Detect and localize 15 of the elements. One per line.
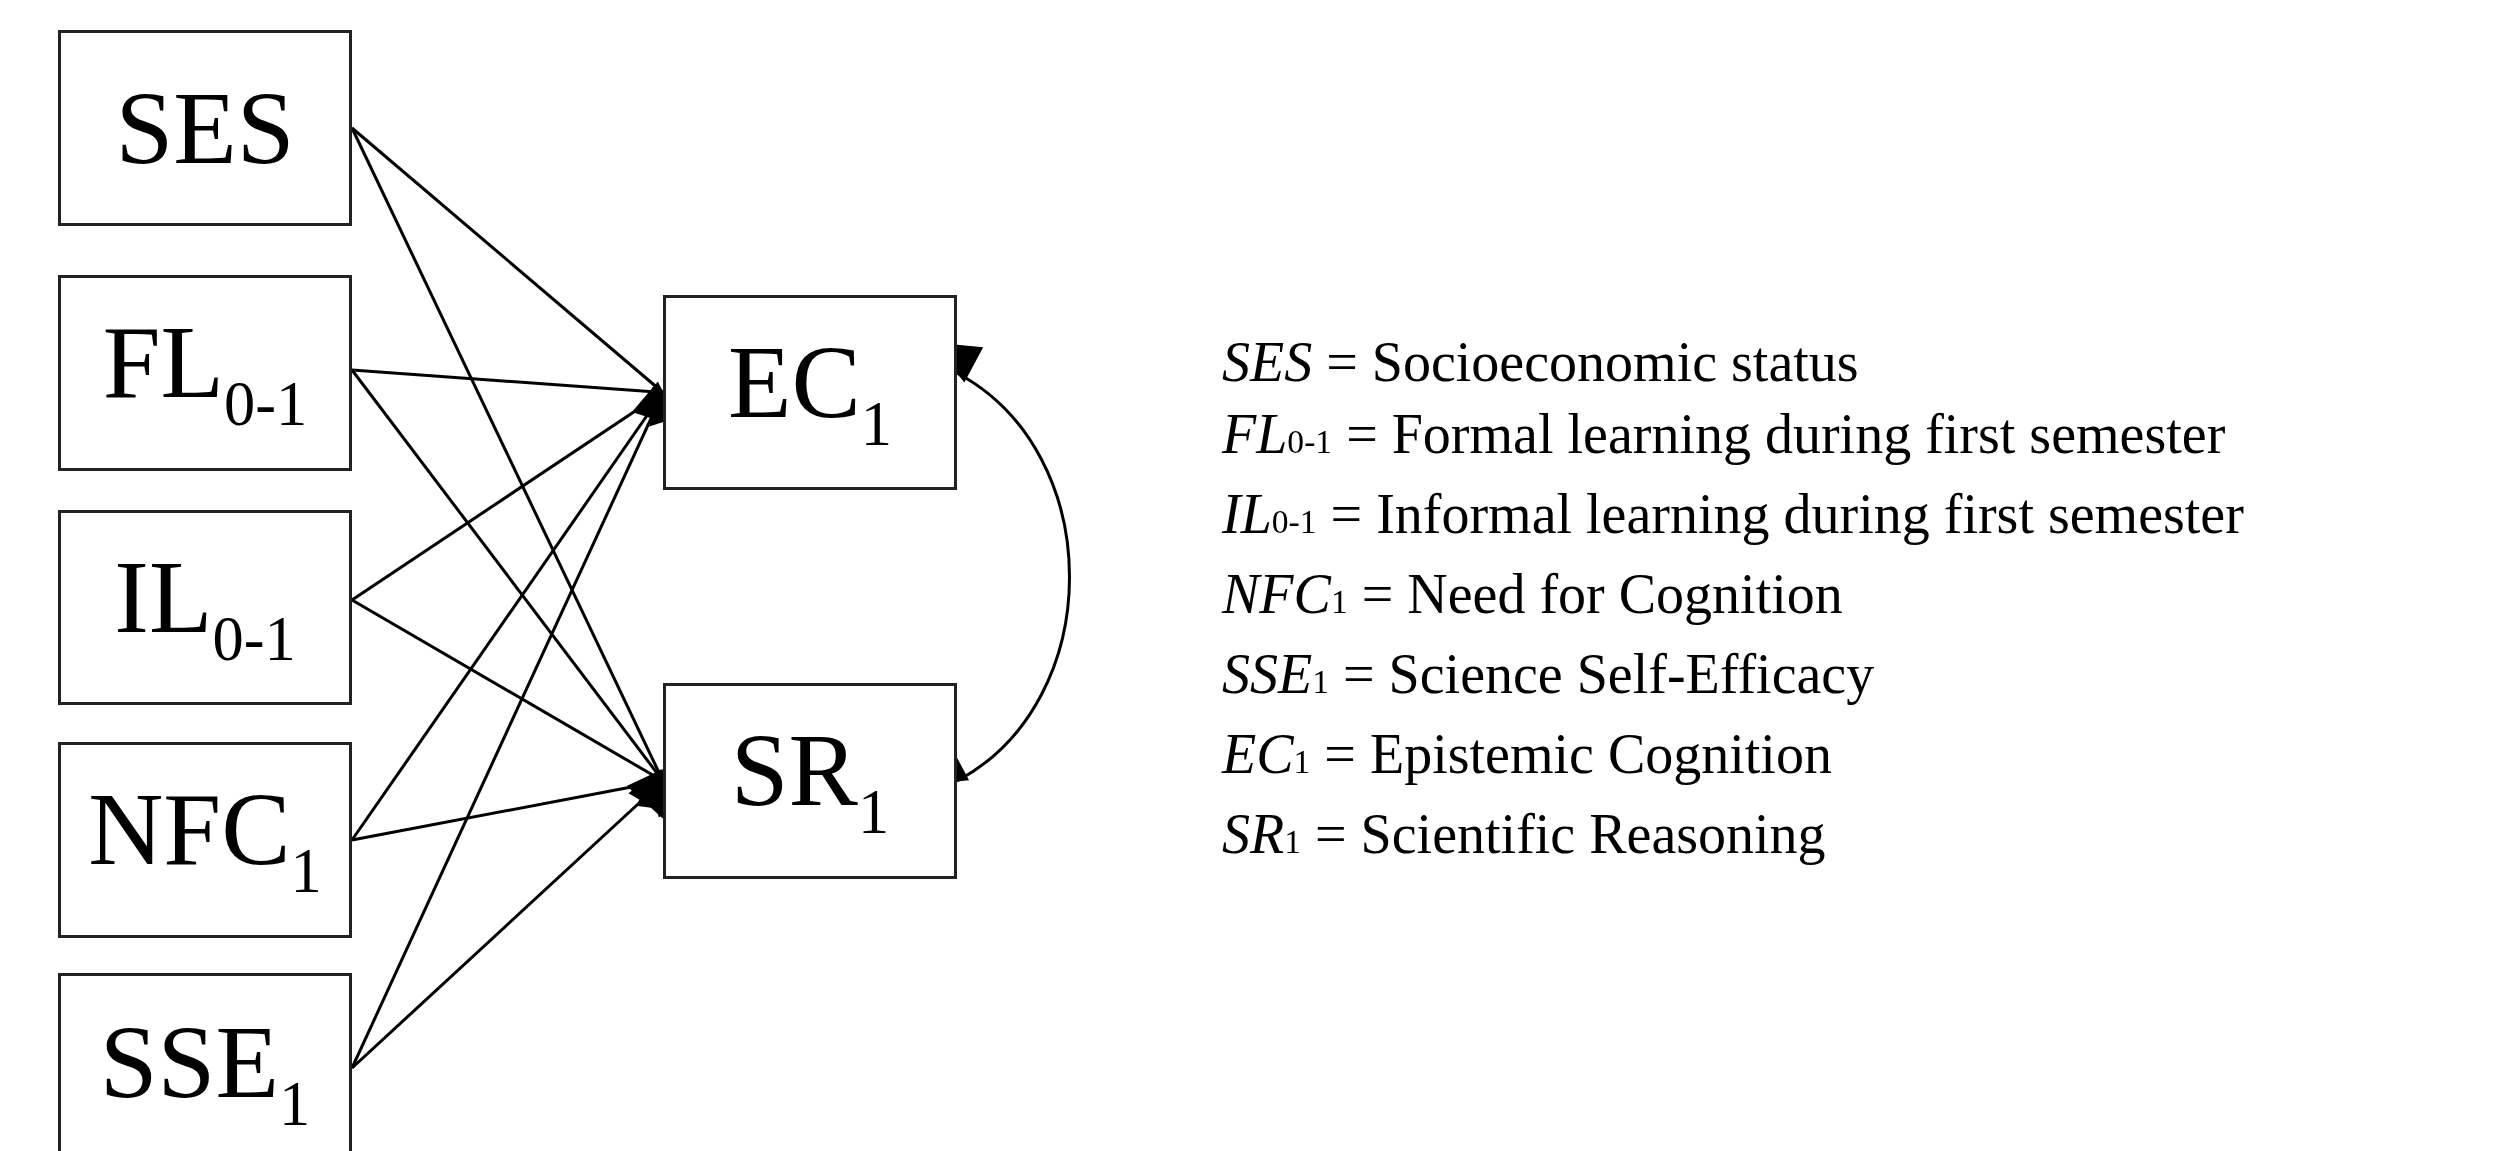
variable-name: SR$_{1}$ [730, 718, 890, 844]
variable-name: NFC$_{1}$ [88, 777, 322, 903]
variable-name: FL$_{0-1}$ [102, 310, 308, 436]
variable-box [58, 275, 352, 471]
variable-name: EC$_{1}$ [727, 329, 893, 456]
variable-box [663, 683, 957, 879]
variable-name: SES [115, 76, 295, 180]
variable-box [58, 742, 352, 938]
variable-name: SSE$_{1}$ [99, 1010, 311, 1136]
variable-box [58, 30, 352, 226]
variable-box [663, 295, 957, 490]
variable-box [58, 973, 352, 1151]
definition-text: SES = Socioeconomic status [1222, 330, 1860, 395]
variable-name: IL$_{0-1}$ [114, 544, 296, 671]
variable-box [58, 510, 352, 705]
